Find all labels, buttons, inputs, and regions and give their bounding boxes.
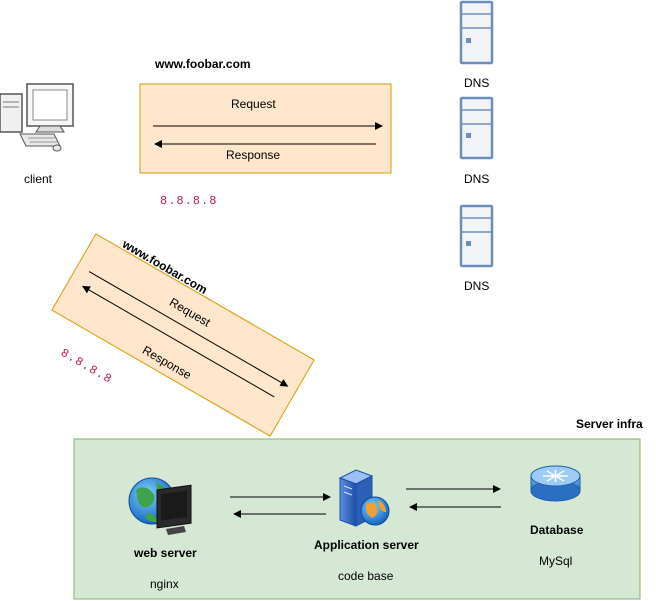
web-server-sub: nginx [150,577,179,591]
app-server-sub: code base [338,569,394,583]
dns-server-icon-1 [459,0,494,65]
database-sub: MySql [539,554,573,568]
database-icon [530,465,581,502]
dns-label-2: DNS [464,172,490,186]
ip-label-1: 8.8.8.8 [160,194,218,208]
domain-label-1: www.foobar.com [155,57,251,71]
response-label-1: Response [226,148,281,162]
web-server-label: web server [134,546,197,560]
request-label-1: Request [231,97,276,111]
dns-label-3: DNS [464,279,490,293]
request-flow-box-1 [139,83,392,174]
request-flow-box-2 [51,233,315,437]
response-arrow-2 [82,285,275,398]
dns-server-icon-3 [459,204,494,268]
server-infra-title: Server infra [576,417,643,431]
web-server-icon [128,477,192,535]
dns-server-icon-2 [459,96,494,160]
app-server-label: Application server [314,538,419,552]
client-computer-icon [0,83,74,152]
client-label: client [24,172,53,186]
dns-label-1: DNS [464,76,490,90]
request-arrow-2 [88,271,289,387]
application-server-icon [338,469,390,527]
database-label: Database [530,523,584,537]
